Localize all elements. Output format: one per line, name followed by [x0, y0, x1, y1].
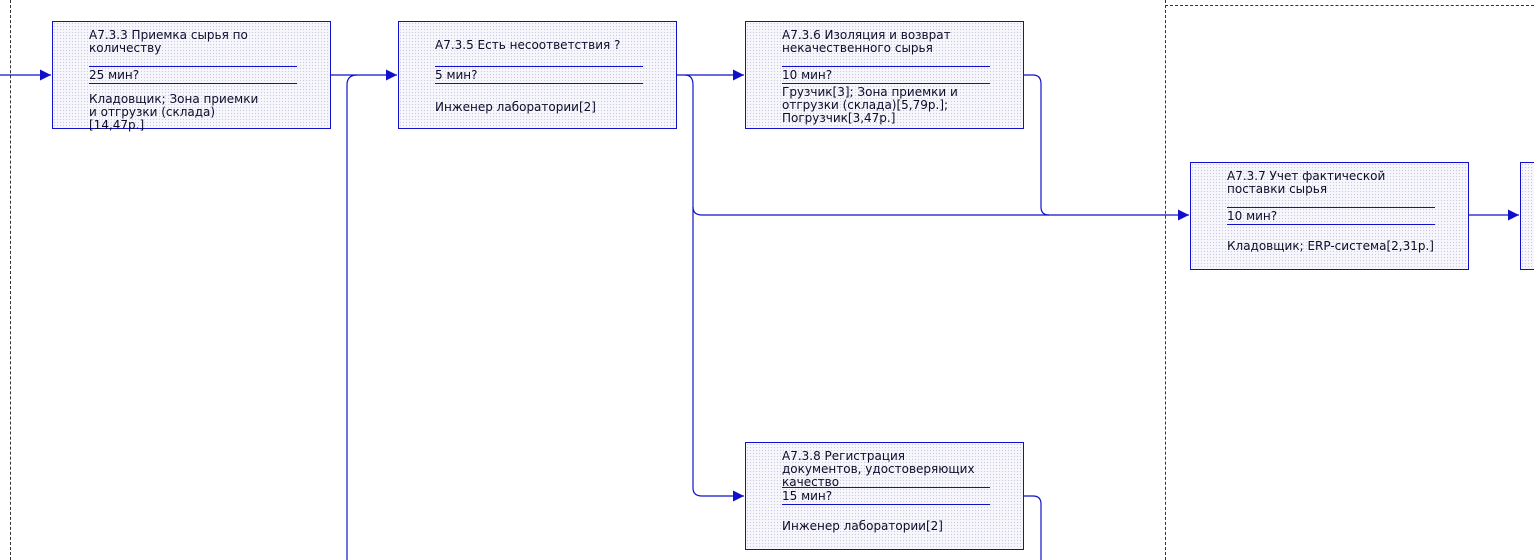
- divider: [89, 66, 297, 67]
- connector-a733-down: [346, 74, 358, 560]
- activity-resources: Кладовщик; ERP-система[2,31р.]: [1227, 239, 1434, 253]
- divider: [435, 66, 643, 67]
- divider: [1227, 207, 1435, 208]
- activity-resources: Кладовщик; Зона приемки и отгрузки (скла…: [89, 92, 259, 132]
- connector-a738-out: [1024, 495, 1042, 560]
- activity-title: А7.3.6 Изоляция и возврат некачественног…: [782, 28, 951, 55]
- activity-box-a736[interactable]: А7.3.6 Изоляция и возврат некачественног…: [745, 21, 1024, 129]
- activity-time: 25 мин?: [89, 68, 140, 82]
- next-activity-box[interactable]: [1520, 162, 1534, 270]
- connector-a735-a737: [692, 206, 1189, 221]
- activity-time: 5 мин?: [435, 68, 478, 82]
- activity-time: 10 мин?: [782, 68, 833, 82]
- lane-separator-left: [10, 0, 11, 560]
- lane-separator-middle: [1165, 0, 1166, 560]
- connector-a735-branch: [684, 74, 744, 502]
- activity-time: 10 мин?: [1227, 209, 1278, 223]
- activity-resources: Инженер лаборатории[2]: [435, 100, 596, 114]
- divider: [782, 83, 990, 84]
- activity-box-a738[interactable]: А7.3.8 Регистрация документов, удостовер…: [745, 442, 1024, 550]
- divider: [782, 66, 990, 67]
- activity-title: А7.3.5 Есть несоответствия ?: [435, 38, 621, 52]
- activity-resources: Грузчик[3]; Зона приемки и отгрузки (скл…: [782, 85, 958, 125]
- connector-a736-merge: [1024, 74, 1050, 216]
- divider: [435, 83, 643, 84]
- activity-box-a733[interactable]: А7.3.3 Приемка сырья по количеству 25 ми…: [52, 21, 331, 132]
- activity-title: А7.3.8 Регистрация документов, удостовер…: [782, 449, 975, 489]
- activity-title: А7.3.3 Приемка сырья по количеству: [89, 28, 248, 55]
- activity-time: 15 мин?: [782, 489, 833, 503]
- activity-box-a737[interactable]: А7.3.7 Учет фактической поставки сырья 1…: [1190, 162, 1469, 270]
- lane-separator-top: [1165, 5, 1534, 6]
- activity-box-a735[interactable]: А7.3.5 Есть несоответствия ? 5 мин? Инже…: [398, 21, 677, 129]
- divider: [782, 504, 990, 505]
- divider: [782, 487, 990, 488]
- activity-resources: Инженер лаборатории[2]: [782, 519, 943, 533]
- divider: [89, 83, 297, 84]
- activity-title: А7.3.7 Учет фактической поставки сырья: [1227, 169, 1386, 196]
- divider: [1227, 224, 1435, 225]
